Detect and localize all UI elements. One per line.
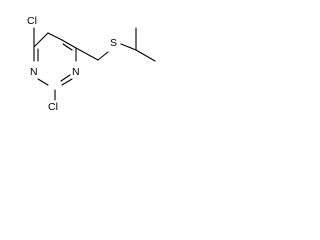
structure-diagram: Cl N N Cl S: [27, 15, 156, 113]
bond-c5-c6-double: [62, 43, 73, 51]
nitrogen-atom-left: N: [30, 66, 38, 78]
chlorine-atom-top: Cl: [27, 15, 37, 27]
bond-c5-c6: [61, 39, 77, 49]
bond-s-ch: [120, 43, 137, 51]
bond-n1-c2-double: [60, 74, 71, 82]
bond-n1-c2: [61, 78, 73, 86]
bond-c2-n3: [37, 78, 49, 86]
chlorine-atom-bottom: Cl: [48, 101, 58, 113]
bond-c4-top: [33, 32, 49, 48]
bond-c6-ch2: [75, 47, 99, 61]
bond-ch2-s: [97, 51, 109, 61]
nitrogen-atom-right: N: [72, 66, 80, 78]
bond-ch-ch3-right: [135, 49, 156, 62]
sulfur-atom: S: [110, 37, 117, 49]
bond-c4-c5: [47, 32, 63, 41]
